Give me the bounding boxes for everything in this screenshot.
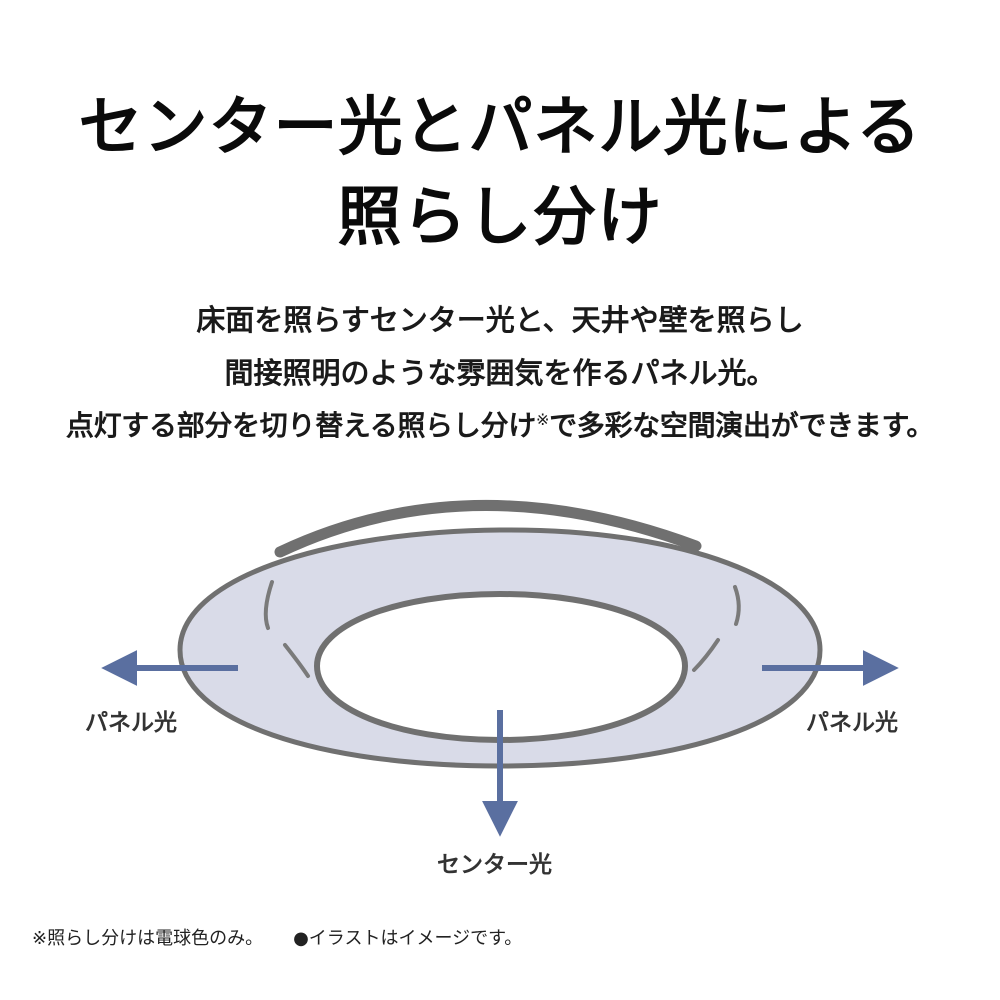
light-top-rim: [274, 499, 702, 558]
panel-light-label-right: パネル光: [806, 710, 898, 736]
ceiling-light-illustration: [101, 499, 899, 837]
description-line-3-text: 点灯する部分を切り替える照らし分け: [65, 409, 536, 442]
footnotes: ※照らし分けは電球色のみ。 ●イラストはイメージです。: [32, 930, 522, 948]
footnote-image-note: ●イラストはイメージです。: [293, 928, 523, 949]
ring-side-stroke-right-lower: [692, 638, 720, 672]
panel-light-label-left: パネル光: [85, 710, 177, 736]
description-line-2: 間接照明のような雰囲気を作るパネル光。: [224, 356, 776, 390]
reference-mark: ※: [535, 410, 550, 429]
page-title-line-1: センター光とパネル光による: [78, 91, 922, 165]
ring-side-stroke-left-lower: [283, 643, 310, 678]
ring-side-stroke-left: [263, 580, 274, 630]
description-line-1: 床面を照らすセンター光と、天井や壁を照らし: [196, 303, 804, 337]
ring-side-stroke-right: [733, 585, 741, 626]
description-line-3-text-end: で多彩な空間演出ができます。: [549, 409, 935, 442]
center-light-label: センター光: [437, 852, 552, 878]
footnote-color-note: ※照らし分けは電球色のみ。: [32, 928, 264, 949]
description-line-3: 点灯する部分を切り替える照らし分け※で多彩な空間演出ができます。: [0, 412, 1000, 440]
page-title-line-2: 照らし分け: [337, 181, 663, 255]
